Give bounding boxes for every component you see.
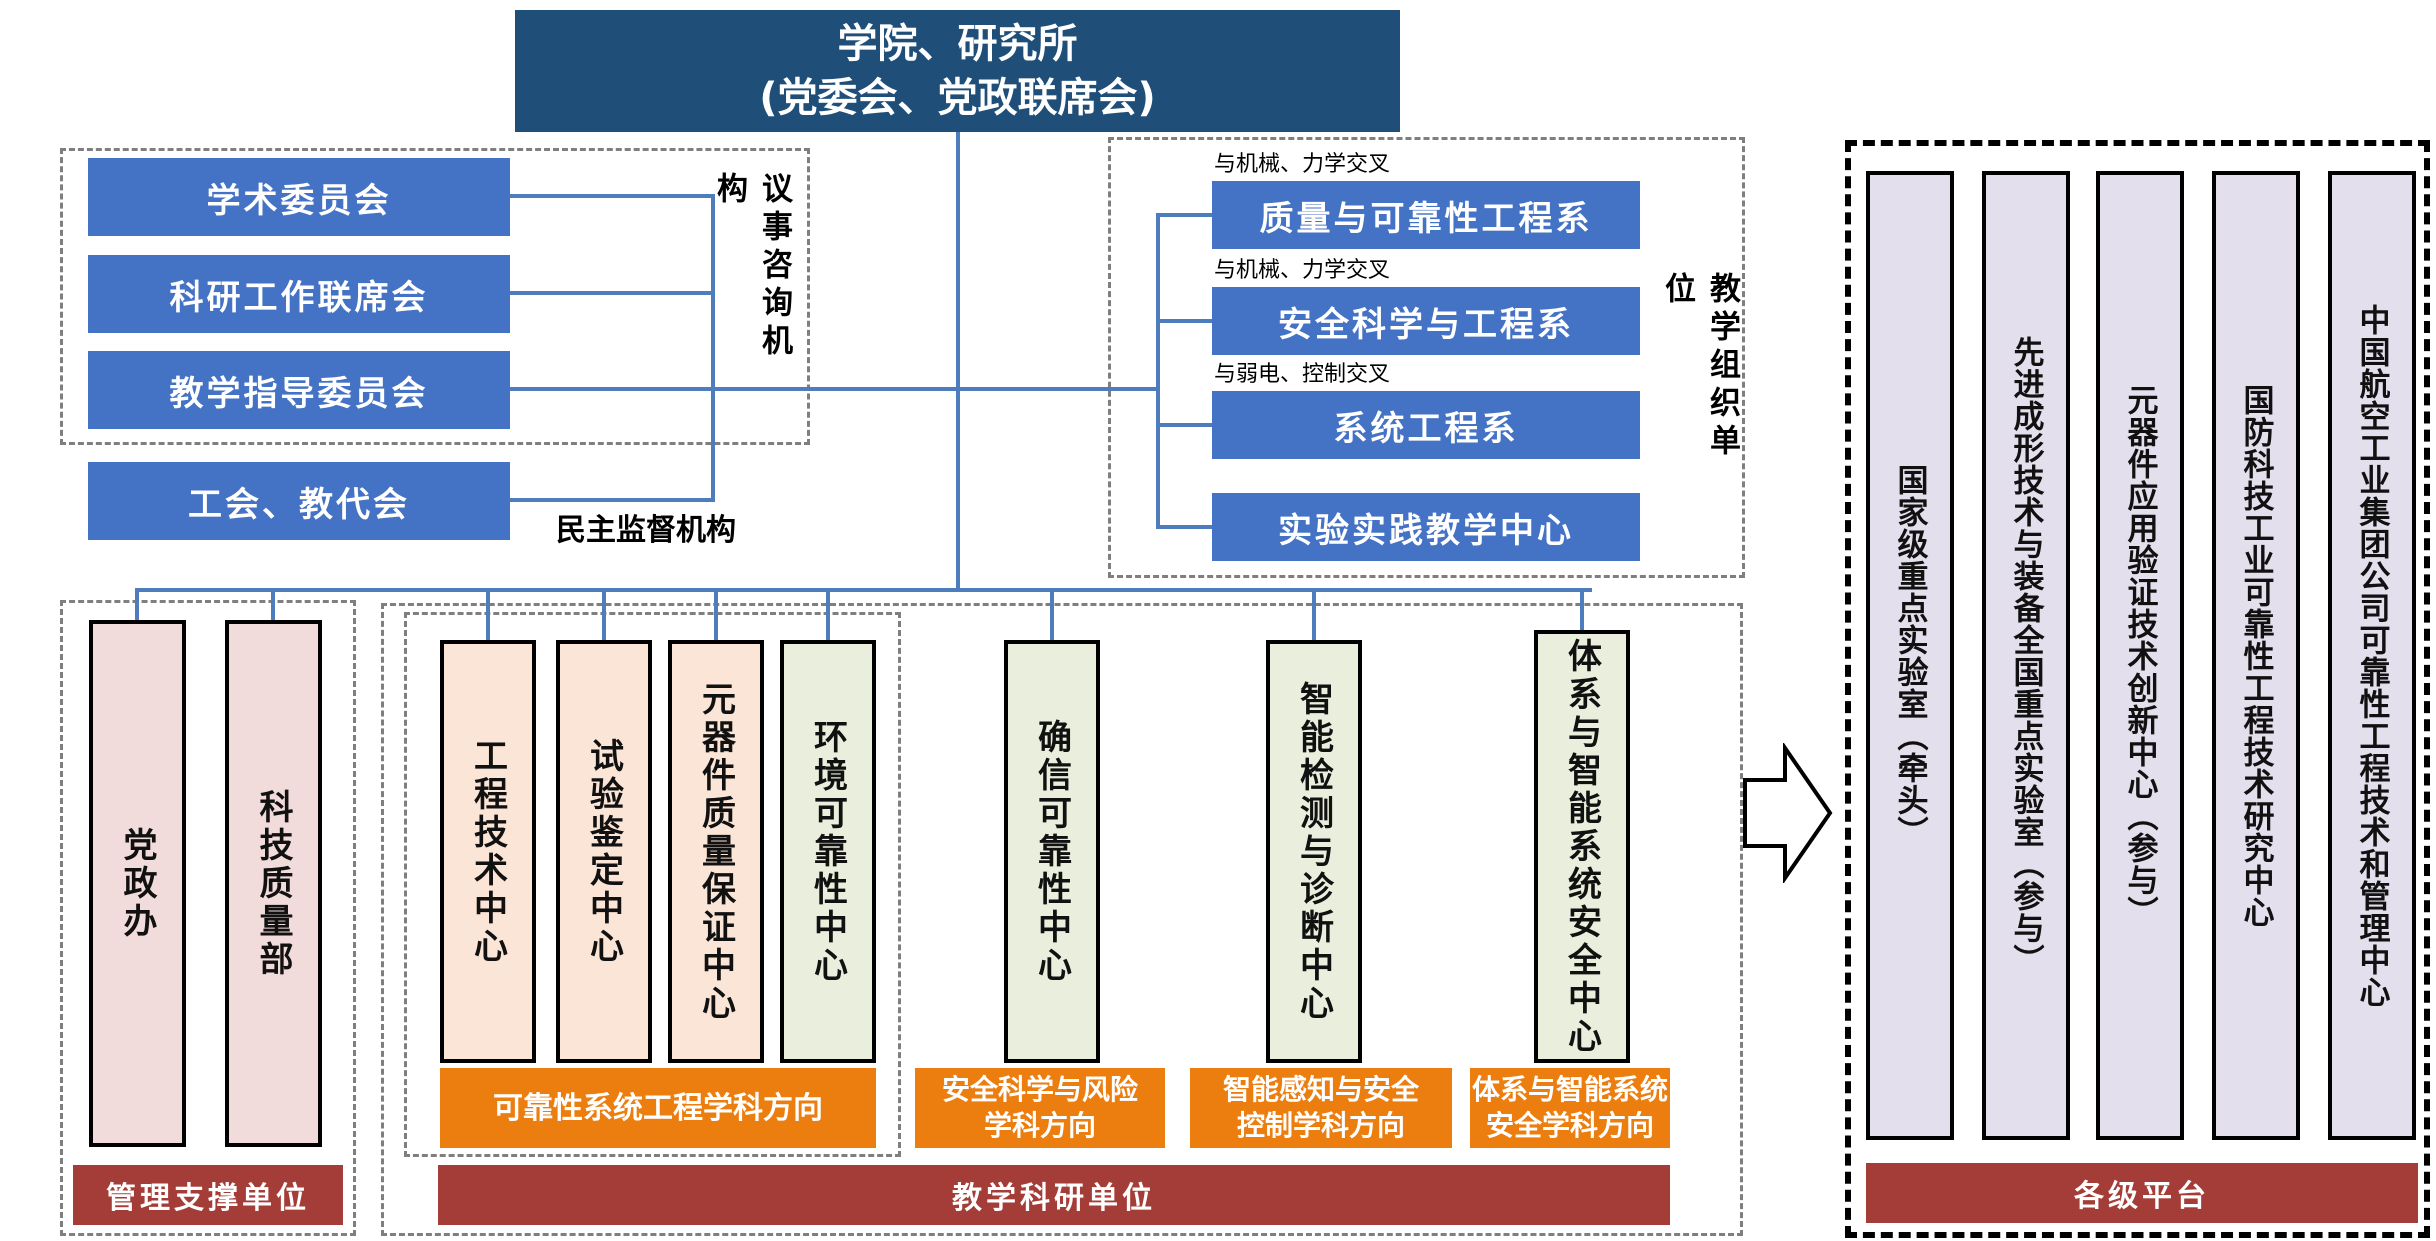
root-org-box: 学院、研究所 (党委会、党政联席会): [515, 10, 1400, 132]
box-national-key-lab: 国家级重点实验室（牵头）: [1866, 171, 1954, 1140]
box-union-congress: 工会、教代会: [88, 462, 510, 540]
dept-note-1: 与机械、力学交叉: [1214, 152, 1391, 177]
box-component-quality-center: 元器件质量保证中心: [668, 640, 764, 1063]
platforms-banner: 各级平台: [1866, 1163, 2418, 1223]
drop-center-1: [486, 592, 490, 640]
box-intelligent-detection-center: 智能检测与诊断中心: [1266, 640, 1362, 1063]
right-arrow-icon: [1743, 743, 1833, 883]
box-teaching-guidance-committee: 教学指导委员会: [88, 351, 510, 429]
supervision-group-label: 民主监督机构: [556, 513, 736, 548]
box-system-intelligent-safety-center: 体系与智能系统安全中心: [1534, 630, 1630, 1063]
drop-center-2: [602, 592, 606, 640]
box-experiment-teaching-center: 实验实践教学中心: [1212, 493, 1640, 561]
drop-party-office: [135, 592, 139, 620]
management-banner: 管理支撑单位: [73, 1165, 343, 1225]
box-party-gov-office: 党政办: [89, 620, 186, 1147]
root-org-line2: (党委会、党政联席会): [759, 75, 1156, 121]
connector-teach-stub-2: [1160, 319, 1214, 323]
connector-center-vertical: [956, 132, 960, 592]
dept-note-2: 与机械、力学交叉: [1214, 258, 1391, 283]
drop-center-7: [1580, 592, 1584, 630]
teaching-group-frame: [1108, 137, 1745, 578]
box-test-appraisal-center: 试验鉴定中心: [556, 640, 652, 1063]
box-environment-reliability-center: 环境可靠性中心: [780, 640, 876, 1063]
dept-note-3: 与弱电、控制交叉: [1214, 362, 1391, 387]
drop-quality-dept: [271, 592, 275, 620]
safety-risk-discipline-banner: 安全科学与风险学科方向: [915, 1068, 1165, 1148]
drop-center-6: [1312, 592, 1316, 640]
management-group-frame: [60, 600, 356, 1236]
box-component-validation-center: 元器件应用验证技术创新中心（参与）: [2096, 171, 2184, 1140]
advisory-group-frame: [60, 148, 810, 445]
system-safety-discipline-banner: 体系与智能系统安全学科方向: [1470, 1068, 1670, 1148]
reliability-discipline-banner: 可靠性系统工程学科方向: [440, 1068, 876, 1148]
drop-center-3: [714, 592, 718, 640]
connector-teach-bracket: [1156, 213, 1160, 529]
box-research-joint-conference: 科研工作联席会: [88, 255, 510, 333]
connector-teach-stub-1: [1160, 213, 1214, 217]
box-tech-quality-dept: 科技质量部: [225, 620, 322, 1147]
box-defense-reliability-center: 国防科技工业可靠性工程技术研究中心: [2212, 171, 2300, 1140]
box-engineering-tech-center: 工程技术中心: [440, 640, 536, 1063]
box-safety-science-dept: 安全科学与工程系: [1212, 287, 1640, 355]
teaching-group-label: 教学组织单位: [1659, 272, 1740, 462]
box-assured-reliability-center: 确信可靠性中心: [1004, 640, 1100, 1063]
connector-bus: [135, 588, 1592, 592]
intelligent-sensing-discipline-banner: 智能感知与安全控制学科方向: [1190, 1068, 1452, 1148]
connector-teach-stub-4: [1160, 525, 1214, 529]
box-systems-engineering-dept: 系统工程系: [1212, 391, 1640, 459]
drop-center-5: [1050, 592, 1054, 640]
research-banner: 教学科研单位: [438, 1165, 1670, 1225]
connector-left-vertical: [711, 194, 715, 502]
connector-stub-union: [510, 498, 713, 502]
advisory-group-label: 议事咨询机构: [711, 172, 792, 362]
reliability-subgroup-frame: [404, 612, 901, 1157]
research-group-frame: [381, 603, 1743, 1236]
box-avic-reliability-center: 中国航空工业集团公司可靠性工程技术和管理中心: [2328, 171, 2416, 1140]
connector-stub-research-joint: [510, 291, 713, 295]
box-academic-committee: 学术委员会: [88, 158, 510, 236]
connector-teach-stub-3: [1160, 423, 1214, 427]
root-org-line1: 学院、研究所: [837, 21, 1078, 67]
box-quality-reliability-dept: 质量与可靠性工程系: [1212, 181, 1640, 249]
connector-stub-teaching-guide: [510, 387, 1158, 391]
platforms-frame: [1845, 140, 2430, 1238]
box-advanced-forming-lab: 先进成形技术与装备全国重点实验室（参与）: [1982, 171, 2070, 1140]
drop-center-4: [826, 592, 830, 640]
connector-stub-academic: [510, 194, 713, 198]
